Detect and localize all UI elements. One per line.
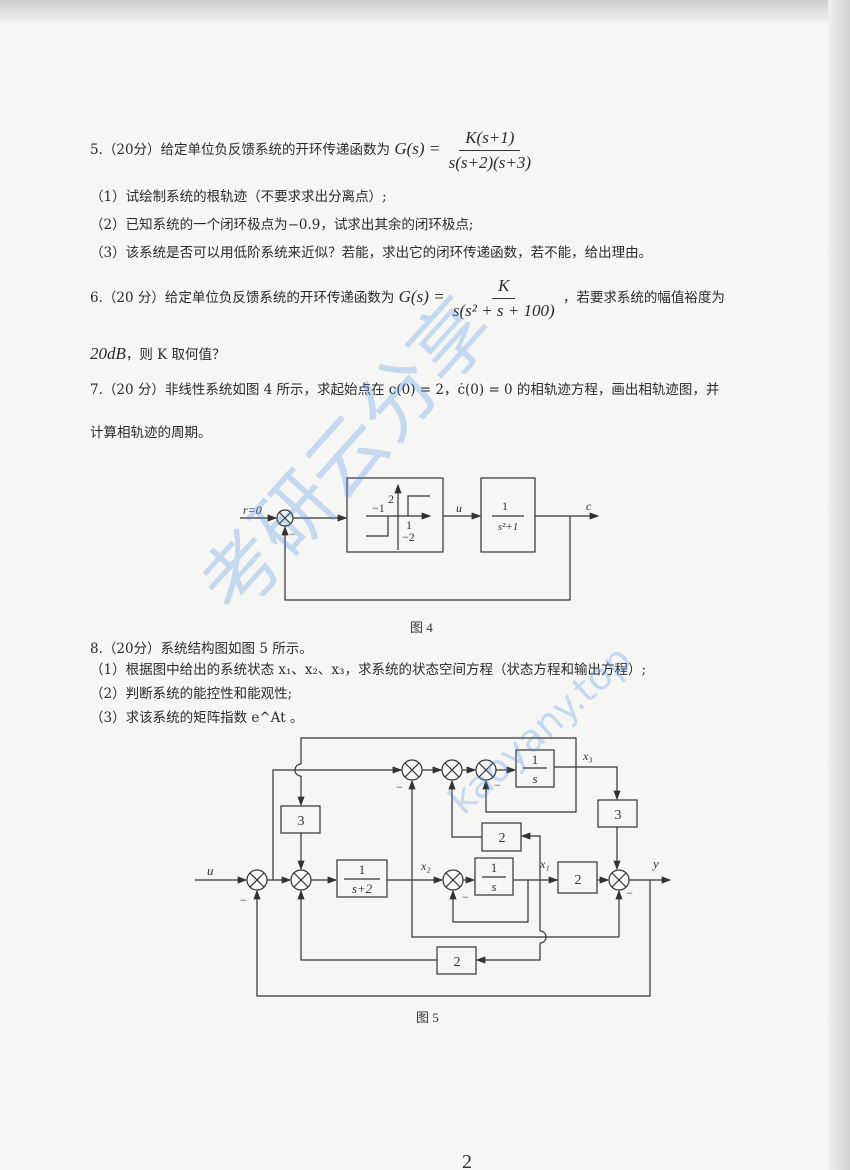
- fig5-caption: 图 5: [416, 1010, 439, 1025]
- q8-item-3: （3）求该系统的矩阵指数 e^At 。: [90, 710, 304, 726]
- fig5-integrator-denominator: s: [532, 771, 537, 786]
- figure-5-diagram: [195, 737, 672, 997]
- fig5-gain-label: 2: [454, 955, 461, 970]
- fig4-plant-numerator: 1: [502, 499, 508, 513]
- fig5-integrator-denominator: s: [491, 879, 496, 894]
- fig5-minus-sign: −: [396, 780, 403, 794]
- q6-denominator: s(s² + s + 100): [452, 301, 555, 320]
- fig4-relay-label: 2: [388, 492, 394, 506]
- fig5-minus-sign: −: [240, 893, 247, 907]
- q5-item-3: （3）该系统是否可以用低阶系统来近似？若能，求出它的闭环传递函数，若不能，给出理…: [90, 245, 653, 261]
- fig5-integrator-numerator: 1: [491, 860, 498, 875]
- junction-cross: [293, 872, 309, 888]
- fig5-y-label: y: [651, 856, 659, 871]
- fig4-c-label: c: [586, 499, 592, 513]
- fig4-relay-block: [346, 477, 444, 553]
- scan-edge-right: [828, 0, 850, 1170]
- scan-edge-top: [0, 0, 850, 22]
- fig5-gain-label: 2: [575, 873, 582, 888]
- fig4-plant-block: [480, 477, 536, 553]
- fig5-block-denominator: s+2: [352, 881, 373, 896]
- q5-item-2: （2）已知系统的一个闭环极点为−0.9，试求出其余的闭环极点;: [90, 217, 474, 233]
- q6-lhs: G(s) =: [398, 287, 445, 306]
- junction-cross: [445, 872, 461, 888]
- page-number: 2: [462, 1151, 472, 1170]
- fig5-gain-label: 3: [615, 808, 622, 823]
- q5-numerator: K(s+1): [459, 128, 521, 151]
- fig4-r-label: r=0: [243, 503, 262, 517]
- q5-lhs: G(s) =: [394, 139, 441, 158]
- q6-question: ，则 K 取何值？: [125, 347, 226, 363]
- q7-line-1: 7.（20 分）非线性系统如图 4 所示，求起始点在 c(0) = 2，ċ(0)…: [90, 382, 720, 398]
- fig4-caption: 图 4: [410, 620, 433, 635]
- fig4-relay-label: 1: [406, 518, 412, 532]
- q8-stem: 8.（20分）系统结构图如图 5 所示。: [90, 641, 313, 657]
- junction-cross: [249, 872, 265, 888]
- junction-cross: [404, 762, 420, 778]
- fig5-gain-label: 3: [298, 814, 305, 829]
- junction-cross: [611, 872, 627, 888]
- q5-denominator: s(s+2)(s+3): [448, 153, 532, 172]
- fig5-minus-sign: −: [626, 886, 633, 900]
- fig5-block-numerator: 1: [359, 862, 366, 877]
- q5-text: 5.（20分）给定单位负反馈系统的开环传递函数为: [90, 142, 391, 158]
- fig5-x2-label: x₂: [420, 859, 431, 873]
- q6-20db: 20dB: [90, 344, 126, 363]
- q5-item-1: （1）试绘制系统的根轨迹（不要求求出分离点）;: [90, 189, 387, 205]
- q6-numerator: K: [492, 276, 516, 299]
- junction-cross: [478, 762, 494, 778]
- q8-item-2: （2）判断系统的能控性和能观性;: [90, 686, 293, 702]
- fig4-minus-sign: −: [289, 527, 296, 541]
- q5-fraction: K(s+1) s(s+2)(s+3): [449, 128, 531, 173]
- fig4-relay-label: −1: [372, 501, 385, 515]
- fig5-minus-sign: −: [462, 890, 469, 904]
- q8-item-1: （1）根据图中给出的系统状态 x₁、x₂、x₃，求系统的状态空间方程（状态方程和…: [90, 662, 647, 678]
- fig5-minus-sign: −: [494, 778, 501, 792]
- fig5-u-label: u: [207, 863, 214, 878]
- q6-text: 6.（20 分）给定单位负反馈系统的开环传递函数为: [90, 290, 395, 306]
- q6-tail: ，若要求系统的幅值裕度为: [562, 290, 725, 306]
- fig4-plant-denominator: s²+1: [498, 521, 519, 533]
- fig5-x1-label: x₁: [539, 857, 550, 871]
- fig4-relay-label: −2: [402, 530, 415, 544]
- q7-line-2: 计算相轨迹的周期。: [90, 425, 212, 441]
- q5-stem: 5.（20分）给定单位负反馈系统的开环传递函数为 G(s) = K(s+1) s(…: [90, 128, 535, 173]
- fig4-u-label: u: [456, 501, 462, 515]
- fig5-x3-label: x₃: [582, 749, 593, 763]
- fig5-gain-label: 2: [499, 831, 506, 846]
- junction-cross: [444, 762, 460, 778]
- q6-line2: 20dB，则 K 取何值？: [90, 343, 226, 364]
- fig5-integrator-numerator: 1: [532, 752, 539, 767]
